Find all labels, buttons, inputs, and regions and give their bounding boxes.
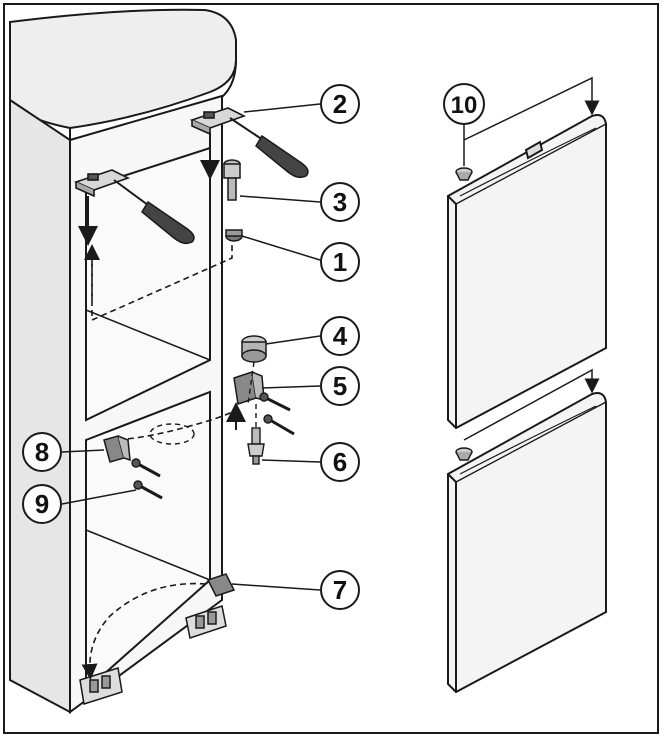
top-hinge-left — [73, 169, 131, 198]
svg-text:1: 1 — [333, 247, 347, 277]
callout-8: 8 — [22, 432, 62, 472]
diagram-frame — [3, 3, 659, 734]
door-cap-upper — [455, 167, 473, 181]
bottom-hinge-right — [185, 573, 236, 639]
callout-9: 9 — [22, 484, 62, 524]
left-hinge-bracket — [103, 435, 131, 463]
leader-line-10b — [463, 368, 600, 441]
screw-icon — [131, 458, 161, 478]
screw-icon — [133, 480, 163, 500]
hinge-bushing — [225, 229, 243, 242]
top-hinge-right — [189, 107, 247, 136]
callout-leaders — [61, 103, 321, 591]
callout-5: 5 — [320, 366, 360, 406]
lower-door — [447, 392, 607, 694]
screw-icon — [259, 392, 291, 412]
svg-text:5: 5 — [333, 371, 347, 401]
callout-10: 10 — [443, 83, 485, 125]
hinge-pin — [223, 159, 241, 201]
callout-2: 2 — [320, 84, 360, 124]
transfer-loop — [149, 423, 195, 445]
callout-7: 7 — [320, 570, 360, 610]
callout-3: 3 — [320, 182, 360, 222]
hinge-pin-lower — [247, 427, 265, 465]
screw-icon — [263, 414, 295, 436]
callout-4: 4 — [320, 316, 360, 356]
svg-text:7: 7 — [333, 575, 347, 605]
alignment-line — [247, 361, 255, 405]
svg-text:8: 8 — [35, 437, 49, 467]
svg-text:2: 2 — [333, 89, 347, 119]
door-cap-lower — [455, 447, 473, 461]
callout-1: 1 — [320, 242, 360, 282]
hinge-cap — [241, 335, 267, 363]
svg-text:4: 4 — [333, 321, 348, 351]
svg-text:9: 9 — [35, 489, 49, 519]
screwdriver-icon — [113, 179, 195, 245]
upper-door — [447, 114, 607, 430]
svg-text:3: 3 — [333, 187, 347, 217]
leader-line-10 — [463, 76, 600, 141]
transfer-path-bottom — [81, 582, 207, 680]
fridge-cabinet — [9, 8, 237, 714]
transfer-path-middle — [107, 411, 233, 441]
svg-text:6: 6 — [333, 447, 347, 477]
screwdriver-icon — [229, 117, 309, 179]
callout-6: 6 — [320, 442, 360, 482]
svg-text:10: 10 — [451, 92, 478, 119]
